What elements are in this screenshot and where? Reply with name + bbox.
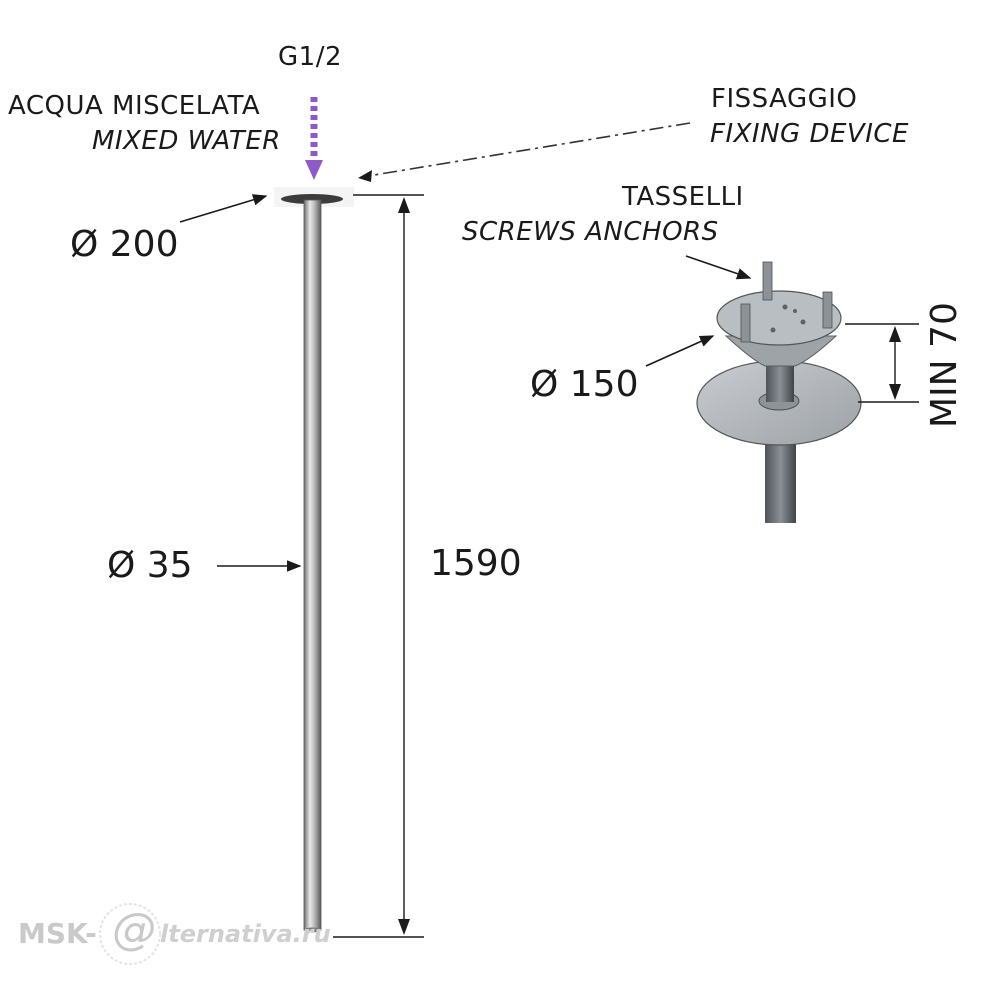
shower-pipe [274,187,354,933]
shower-head-disc [281,194,343,204]
upper-flange [716,290,842,346]
anchors-label-it: TASSELLI [622,182,744,212]
anchors-label-en: SCREWS ANCHORS [462,217,719,247]
fixing-leader [358,122,691,182]
min-depth-dimension-line [845,323,919,403]
pipe-diameter-label: Ø 35 [107,545,193,586]
anchors-leader [685,255,752,280]
mixed-water-label-en: MIXED WATER [92,126,281,156]
flange-diameter-leader [645,335,715,367]
min-depth-label: MIN 70 [924,302,965,428]
watermark-tail: lternativa.ru [160,920,331,948]
thread-size-label: G1/2 [278,42,342,72]
fixing-label-en: FIXING DEVICE [710,119,909,149]
head-diameter-leader [179,194,268,223]
pipe-body [303,199,322,931]
length-dimension-line [333,194,424,938]
mixed-water-label-it: ACQUA MISCELATA [8,91,261,121]
watermark-logo [99,903,161,965]
watermark-text: MSK- [18,917,97,950]
length-label: 1590 [430,543,522,584]
fixing-device-detail [696,261,862,523]
fixing-label-it: FISSAGGIO [711,84,858,114]
head-diameter-label: Ø 200 [70,224,179,265]
inlet-arrow [305,97,323,180]
watermark-logo-glyph: @ [112,904,156,955]
flange-diameter-label: Ø 150 [530,364,639,405]
